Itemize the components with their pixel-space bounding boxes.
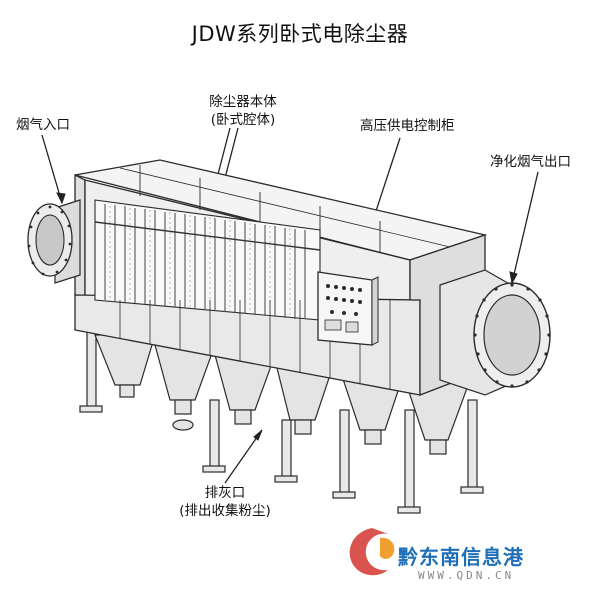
inlet-arrowhead bbox=[56, 192, 66, 205]
watermark-url: WWW.QDN.CN bbox=[418, 569, 515, 582]
electrode-cutaway bbox=[94, 199, 321, 321]
body-label-line2: (卧式腔体) bbox=[210, 112, 276, 128]
inlet-leader-line bbox=[41, 134, 63, 204]
diagram-title: JDW系列卧式电除尘器 bbox=[191, 22, 409, 46]
control-cabinet bbox=[317, 271, 379, 346]
inlet-label: 烟气入口 bbox=[16, 117, 70, 133]
control-cabinet-label: 高压供电控制柜 bbox=[360, 118, 455, 134]
inlet-flange bbox=[27, 199, 81, 284]
outlet-flange bbox=[439, 269, 551, 396]
outlet-leader-line bbox=[511, 171, 539, 284]
watermark-logo bbox=[349, 528, 395, 576]
ash-outlet-label-line2: (排出收集粉尘) bbox=[179, 503, 271, 519]
ash-outlet-label-line1: 排灰口 bbox=[204, 485, 246, 501]
outlet-arrowhead bbox=[509, 271, 518, 285]
ash-arrowhead bbox=[253, 429, 263, 441]
outlet-label: 净化烟气出口 bbox=[490, 154, 571, 170]
support-legs bbox=[79, 329, 484, 514]
watermark-text: 黔东南信息港 bbox=[398, 545, 524, 569]
body-label-line1: 除尘器本体 bbox=[209, 94, 277, 110]
